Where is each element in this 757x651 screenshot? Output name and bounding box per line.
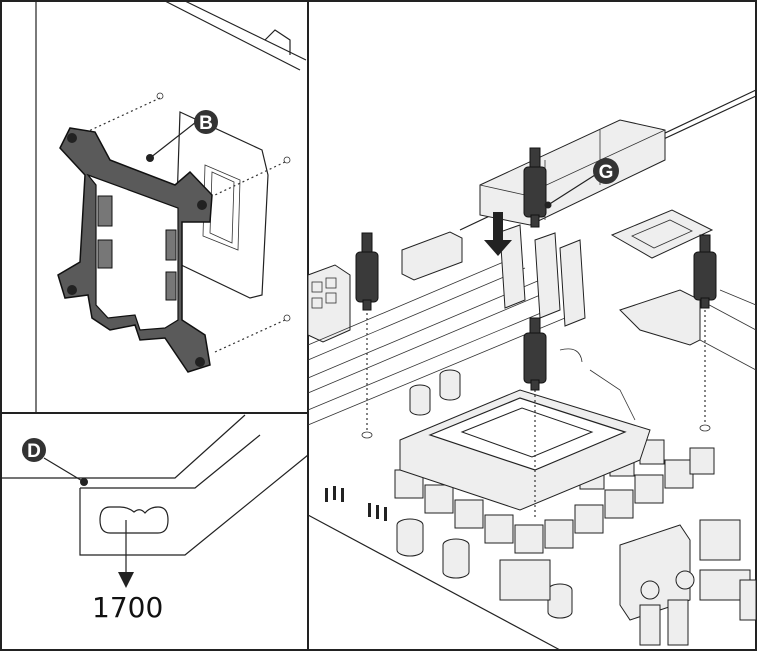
arrow-down-icon [118,572,134,588]
backplate-panel: B [57,0,307,373]
callout-g-badge [593,158,619,184]
standoff-center-top [523,147,547,228]
socket-marking-panel: D 1700 [1,414,309,624]
capacitors [396,369,573,619]
memory-slots [307,224,586,426]
socket-notch-outline [99,506,169,534]
socket-type-label: 1700 [92,591,163,624]
standoff-right [693,234,717,309]
callout-b-label: B [199,113,213,134]
io-ports [499,519,757,646]
motherboard-panel: G [307,89,757,651]
callout-d-label: D [27,441,41,462]
callout-d-badge [22,438,46,462]
chipset [610,209,714,259]
pin-headers [325,486,387,521]
cpu-socket [399,348,651,511]
callout-b-badge [194,110,218,134]
arrow-down-icon [484,212,512,256]
callout-g-label: G [599,162,614,183]
standoff-center [523,317,547,391]
standoff-left [355,232,379,311]
